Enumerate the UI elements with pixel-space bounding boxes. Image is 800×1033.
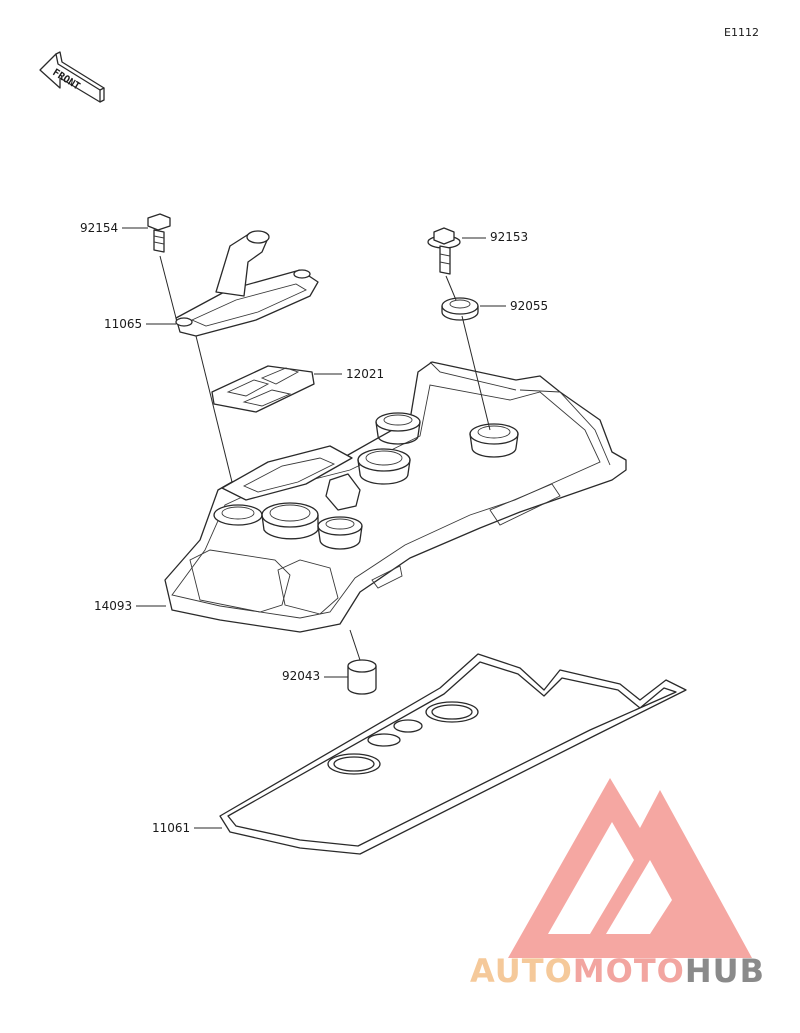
watermark-logo-icon <box>508 778 752 958</box>
cover-gasket <box>219 653 687 855</box>
label-11061: 11061 <box>152 821 222 835</box>
dowel-92043 <box>347 659 377 695</box>
diagram-code: E1112 <box>724 26 759 39</box>
svg-text:12021: 12021 <box>346 367 384 381</box>
label-92055: 92055 <box>480 299 548 313</box>
label-11065: 11065 <box>104 317 176 331</box>
svg-text:14093: 14093 <box>94 599 132 613</box>
watermark-hub: HUB <box>685 952 765 990</box>
svg-text:92154: 92154 <box>80 221 118 235</box>
svg-text:92055: 92055 <box>510 299 548 313</box>
breather-gasket <box>211 365 315 413</box>
washer-92055 <box>441 297 479 321</box>
label-14093: 14093 <box>94 599 166 613</box>
front-arrow-icon: FRONT <box>39 51 105 103</box>
bolt-92153 <box>427 227 461 275</box>
bolt-92154 <box>147 213 171 253</box>
label-12021: 12021 <box>314 367 384 381</box>
breather-cover <box>175 230 319 337</box>
watermark-text: AUTOMOTOHUB <box>470 952 765 990</box>
label-92043: 92043 <box>282 669 348 683</box>
svg-text:11061: 11061 <box>152 821 190 835</box>
label-92153: 92153 <box>462 230 528 244</box>
watermark-auto: AUTO <box>470 952 573 990</box>
svg-text:AUTOMOTOHUB: AUTOMOTOHUB <box>470 952 765 990</box>
label-92154: 92154 <box>80 221 148 235</box>
valve-cover <box>164 361 627 633</box>
svg-text:92153: 92153 <box>490 230 528 244</box>
svg-text:11065: 11065 <box>104 317 142 331</box>
svg-text:92043: 92043 <box>282 669 320 683</box>
watermark-moto: MOTO <box>573 952 685 990</box>
